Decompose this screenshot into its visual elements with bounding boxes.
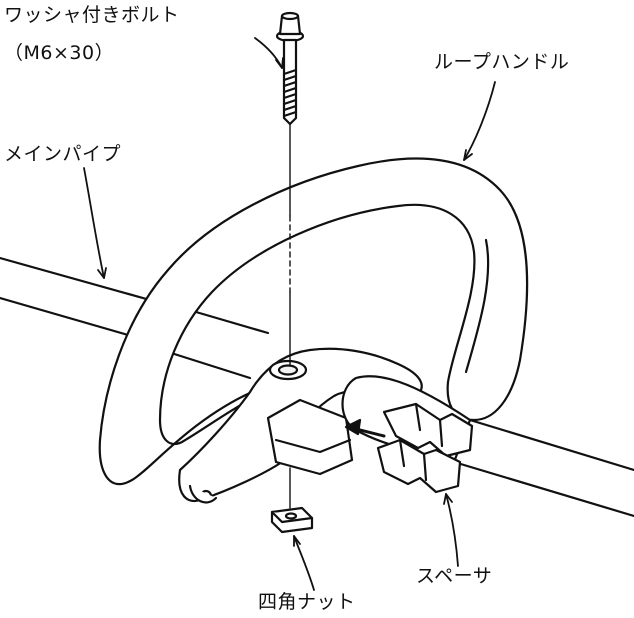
label-spacer: スペーサ (416, 565, 493, 587)
label-bolt-spec: （M6×30） (4, 42, 115, 64)
leader-square-nut (293, 535, 315, 591)
washer-bolt (275, 11, 305, 126)
main-pipe-bottom-edge-left (0, 296, 130, 337)
main-pipe-bottom-edge-right (452, 460, 634, 518)
label-washer-bolt: ワッシャ付きボルト (4, 4, 180, 26)
clamp-lower-jaw (266, 398, 354, 476)
clamp-ear (188, 484, 218, 504)
label-square-nut: 四角ナット (258, 591, 356, 613)
bolt-threads (282, 68, 298, 118)
clamp-bolt-hole-inner (277, 364, 299, 376)
square-nut (270, 506, 314, 534)
loop-handle (98, 157, 529, 486)
spacer-upper (382, 402, 474, 458)
bolt-head-top (280, 11, 300, 21)
leader-spacer (443, 493, 459, 567)
main-pipe-top-edge-mid (194, 310, 270, 335)
spacer-detail-lower (398, 438, 428, 482)
clamp-jaw-line (274, 438, 352, 454)
leader-lines (83, 37, 496, 591)
main-pipe-top-edge-right (468, 418, 634, 472)
insert-arrow (344, 418, 386, 438)
leader-main-pipe (83, 167, 107, 279)
main-pipe (0, 256, 634, 518)
main-pipe-bottom-edge-mid (166, 350, 252, 380)
label-loop-handle: ループハンドル (434, 51, 570, 73)
spacer-lower (376, 438, 462, 494)
loop-handle-inner-edge (464, 238, 490, 374)
nut-hole (284, 512, 298, 520)
loop-handle-outer (98, 157, 529, 486)
label-main-pipe: メインパイプ (4, 143, 122, 165)
leader-loop-handle (463, 81, 496, 161)
main-pipe-top-edge-left (0, 256, 152, 302)
leader-bolt (254, 37, 284, 69)
spacer (376, 402, 474, 494)
spacer-detail (414, 402, 444, 448)
